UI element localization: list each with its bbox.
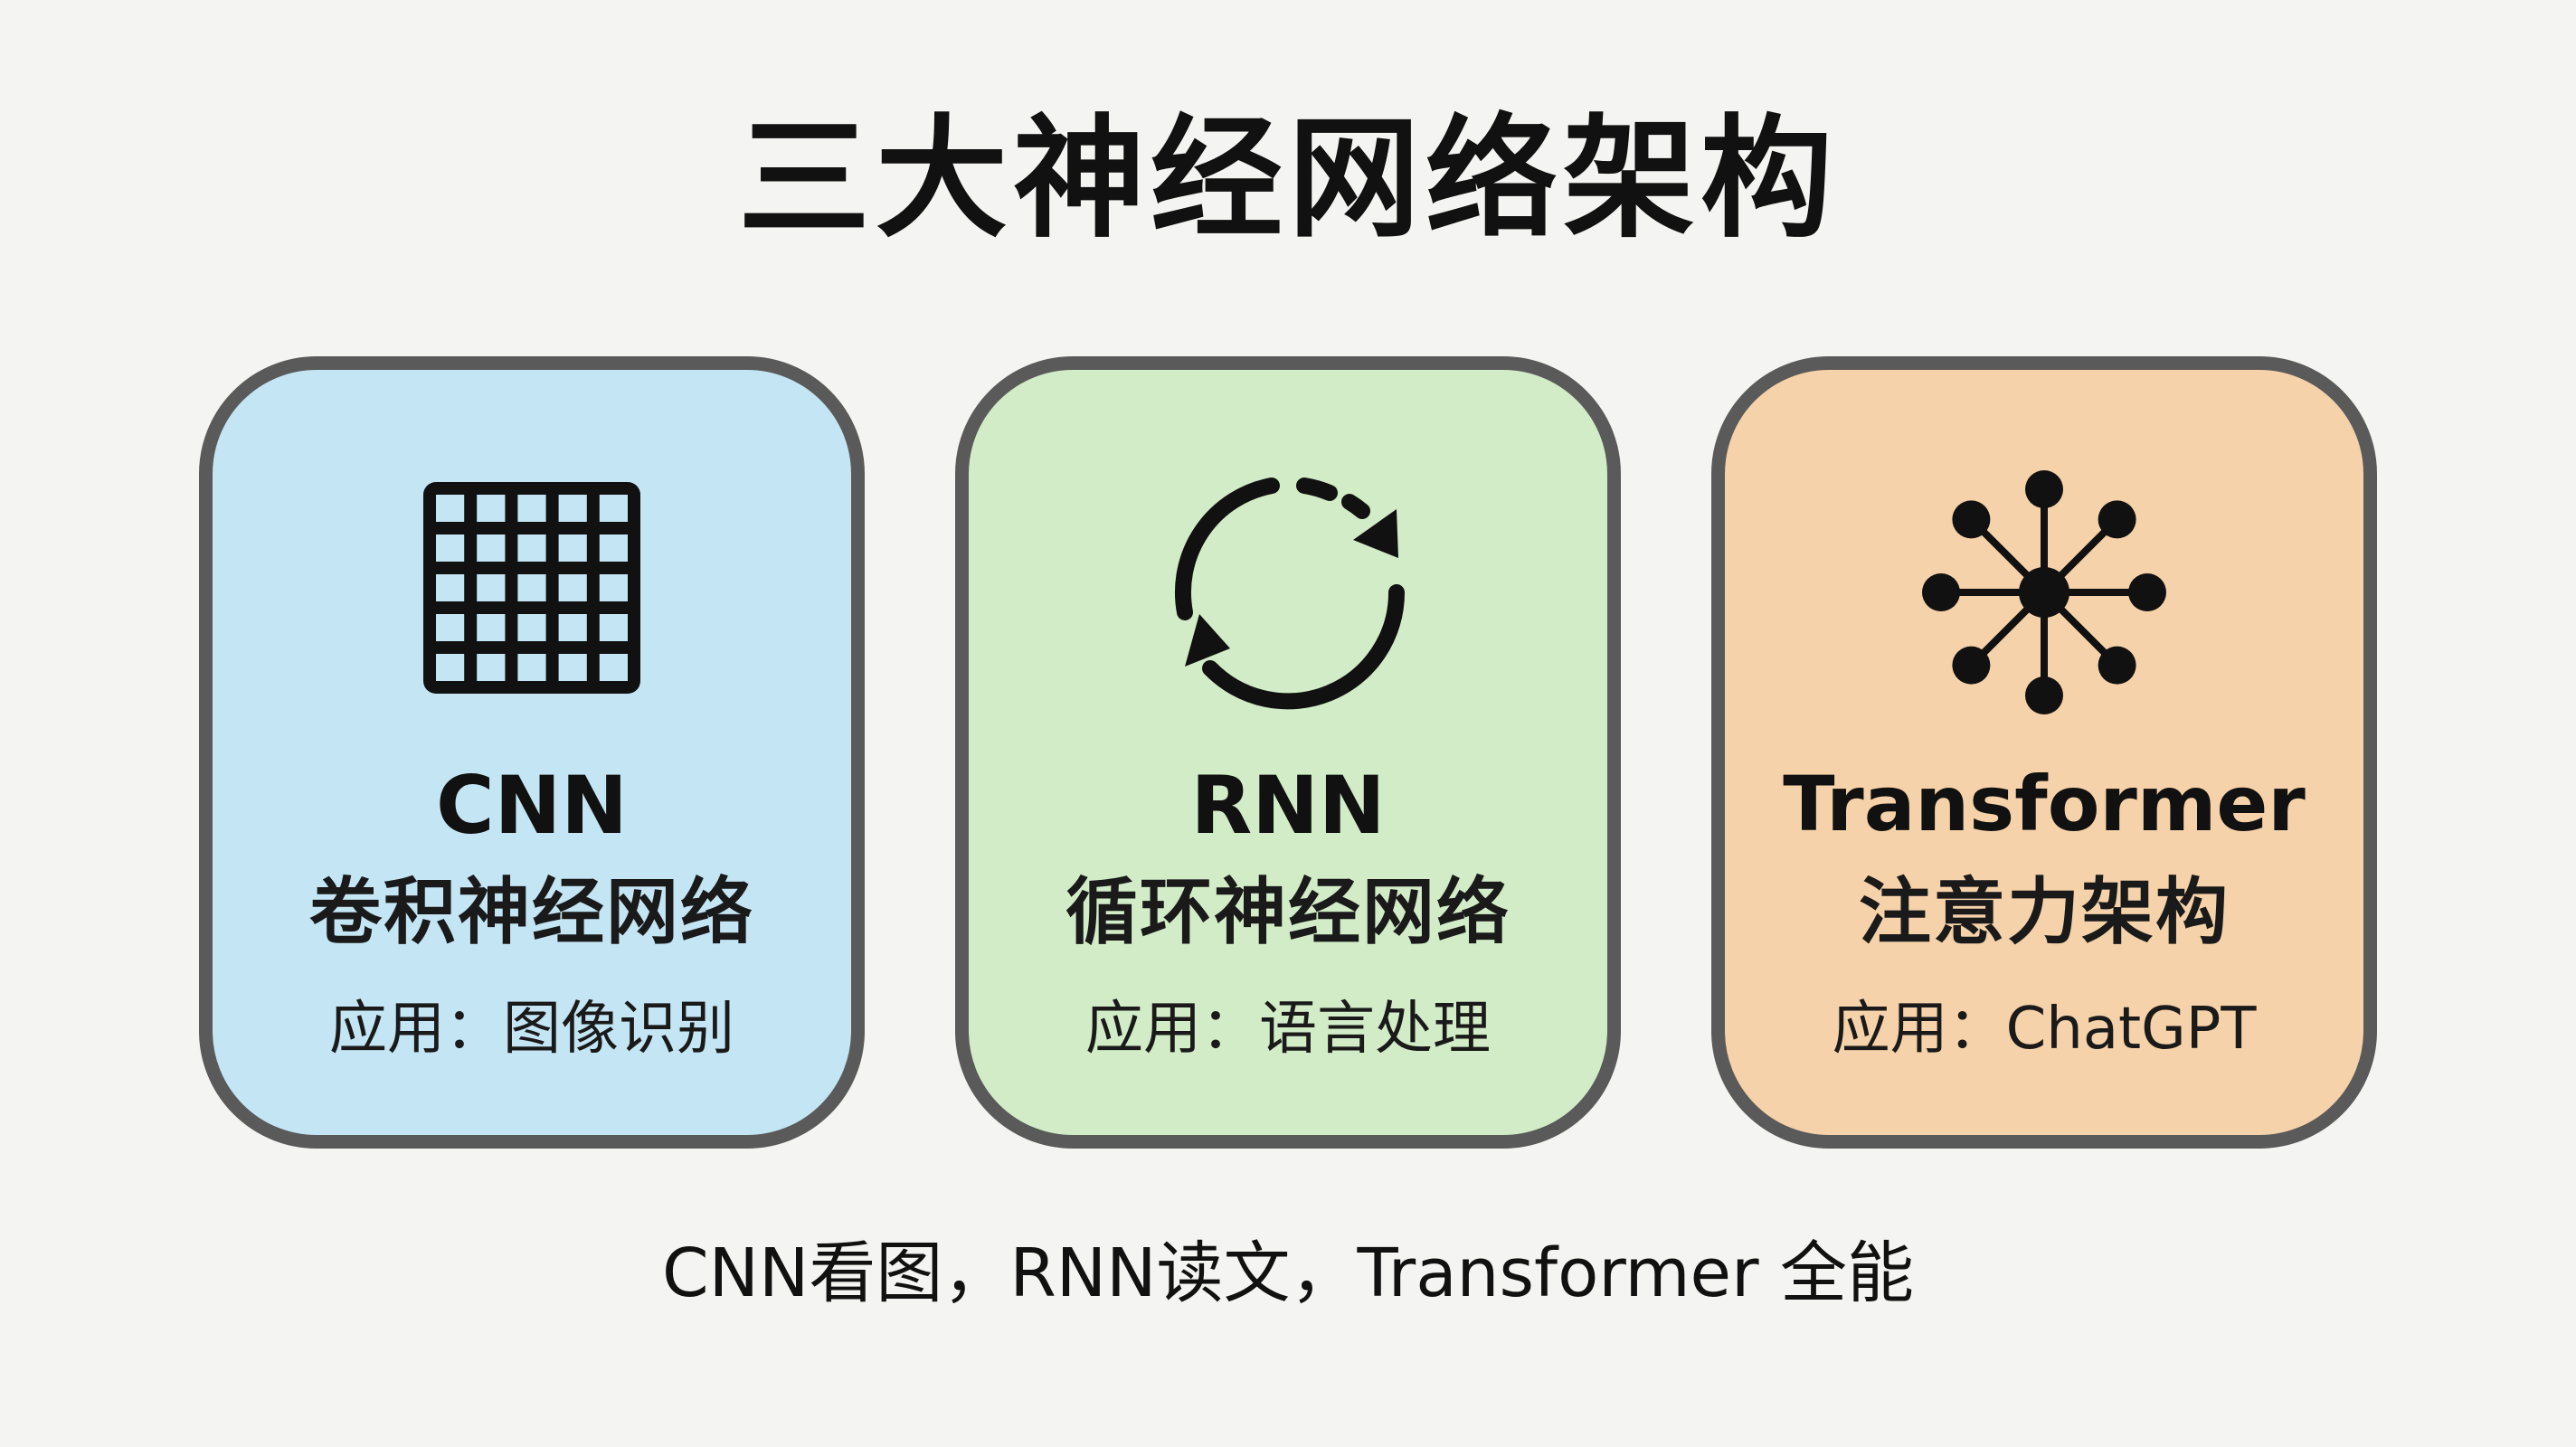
card-name-cnn: CNN — [436, 759, 628, 852]
network-hub-graphic — [1922, 470, 2166, 714]
hub-node — [2025, 676, 2063, 714]
grid-cell — [436, 495, 465, 522]
hub-nodes — [1922, 470, 2166, 714]
grid-cell — [477, 495, 506, 522]
card-chinese-name-rnn: 循环神经网络 — [1065, 870, 1511, 954]
grid-cell — [436, 614, 465, 641]
hub-node — [2098, 500, 2136, 539]
card-transformer: Transformer 注意力架构 应用：ChatGPT — [1711, 356, 2377, 1149]
hub-node — [1922, 573, 1960, 611]
card-cnn: CNN 卷积神经网络 应用：图像识别 — [199, 356, 865, 1149]
grid-cell — [517, 574, 546, 601]
hub-node — [1952, 646, 1991, 685]
grid-cell — [436, 574, 465, 601]
card-application-transformer: 应用：ChatGPT — [1832, 996, 2257, 1063]
grid-cell — [599, 574, 628, 601]
card-name-transformer: Transformer — [1783, 760, 2306, 848]
card-chinese-name-transformer: 注意力架构 — [1859, 870, 2230, 954]
card-application-rnn: 应用：语言处理 — [1085, 996, 1491, 1063]
grid-cell — [599, 614, 628, 641]
grid-cell — [599, 495, 628, 522]
hub-node — [2025, 470, 2063, 508]
grid-cell — [558, 614, 587, 641]
grid-icon — [396, 457, 668, 728]
footer-summary: CNN看图，RNN读文，Transformer 全能 — [661, 1234, 1915, 1312]
card-chinese-name-cnn: 卷积神经网络 — [309, 870, 754, 954]
grid-cell — [477, 574, 506, 601]
grid-cell — [558, 654, 587, 681]
grid-cell — [599, 654, 628, 681]
card-name-rnn: RNN — [1190, 759, 1386, 852]
network-hub-icon — [1908, 457, 2180, 728]
grid-cells — [436, 495, 628, 681]
page-title: 三大神经网络架构 — [738, 102, 1838, 256]
grid-cell — [436, 654, 465, 681]
grid-cell — [517, 654, 546, 681]
grid-cell — [599, 534, 628, 562]
grid-cell — [477, 654, 506, 681]
grid-cell — [558, 534, 587, 562]
grid-cell — [517, 614, 546, 641]
grid-icon-graphic — [423, 482, 640, 694]
hub-node — [2128, 573, 2166, 611]
grid-cell — [477, 534, 506, 562]
grid-cell — [558, 495, 587, 522]
cycle-arrows-graphic — [1175, 478, 1406, 710]
grid-cell — [436, 534, 465, 562]
grid-cell — [517, 534, 546, 562]
hub-node — [1952, 500, 1991, 539]
grid-cell — [558, 574, 587, 601]
card-application-cnn: 应用：图像识别 — [329, 996, 734, 1063]
grid-cell — [517, 495, 546, 522]
hub-center-node — [2019, 567, 2069, 618]
hub-node — [2098, 646, 2136, 685]
card-rnn: RNN 循环神经网络 应用：语言处理 — [955, 356, 1621, 1149]
cycle-arrows-icon — [1152, 457, 1424, 728]
grid-cell — [477, 614, 506, 641]
